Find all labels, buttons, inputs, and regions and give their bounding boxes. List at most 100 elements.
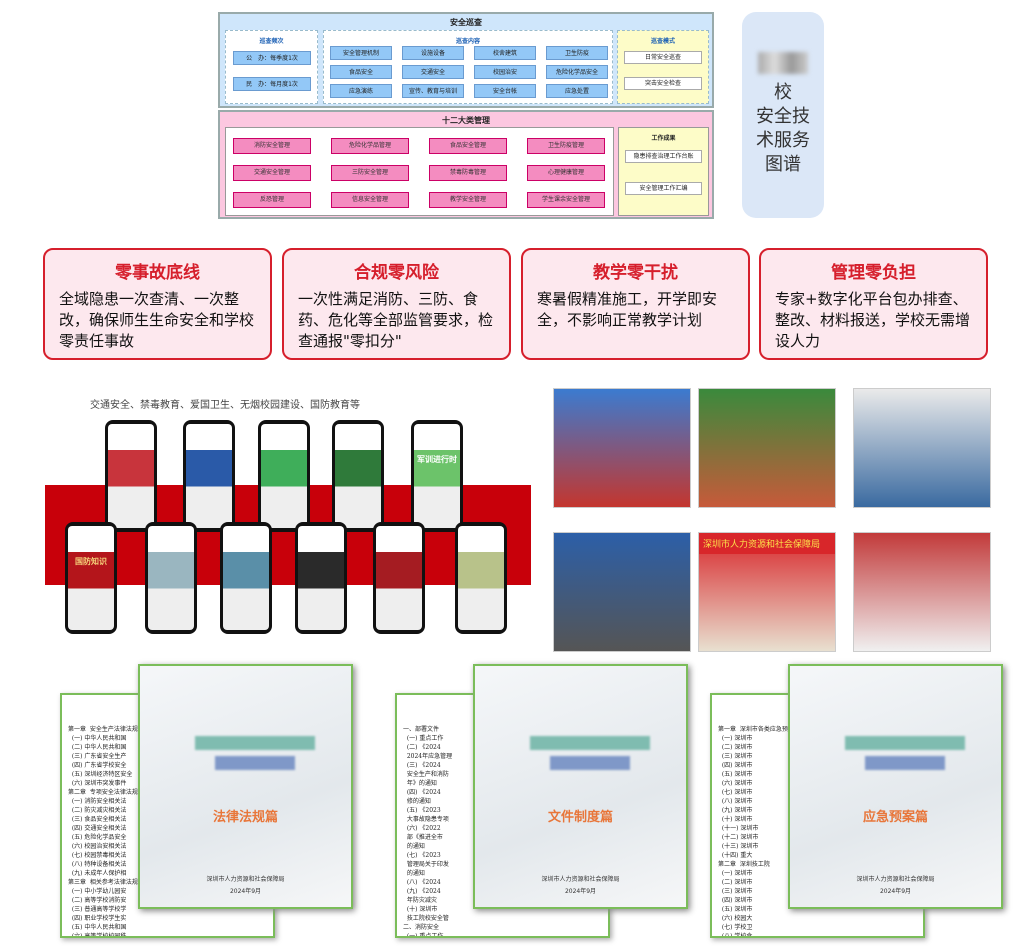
phone-screenshot xyxy=(455,522,507,634)
phone-screen: 军训进行时 xyxy=(414,424,460,528)
content-item: 卫生防疫 xyxy=(546,46,608,60)
panel-title: 巡查内容 xyxy=(455,38,480,45)
card-text: 全域隐患一次查清、一次整改，确保师生生命安全和学校零责任事故 xyxy=(59,290,255,350)
blurred-subtitle xyxy=(215,756,295,770)
phone-screenshot xyxy=(332,420,384,532)
doc-date: 2024年9月 xyxy=(879,888,912,895)
phone-screen xyxy=(376,526,422,630)
phone-screens-collage: 军训进行时国防知识 xyxy=(45,390,531,645)
card-title: 教学零干扰 xyxy=(593,263,678,283)
blurred-title xyxy=(530,736,650,750)
event-photo xyxy=(698,388,836,508)
management-item: 反恐管理 xyxy=(233,192,311,208)
card-text: 一次性满足消防、三防、食药、危化等全部监管要求，检查通报"零扣分" xyxy=(298,290,494,350)
content-item: 安全管理机制 xyxy=(330,46,392,60)
label-line: 校 xyxy=(774,82,792,103)
document-title: 法律法规篇 xyxy=(212,810,278,825)
service-map-label: 校 安全技 术服务 图谱 xyxy=(742,12,824,218)
management-item: 三防安全管理 xyxy=(331,165,409,181)
event-photo xyxy=(553,388,691,508)
benefit-card: 零事故底线全域隐患一次查清、一次整改，确保师生生命安全和学校零责任事故 xyxy=(43,248,272,360)
card-text: 寒暑假精准施工，开学即安全，不影响正常教学计划 xyxy=(537,290,718,329)
safety-inspection-section: 安全巡查 巡查频次 公 办：每季度1次 民 办：每月度1次 巡查内容 安全管理机… xyxy=(218,12,714,108)
blurred-title xyxy=(845,736,965,750)
section-title: 安全巡查 xyxy=(450,18,482,27)
document-title: 文件制度篇 xyxy=(547,810,613,825)
phone-screen xyxy=(458,526,504,630)
management-item: 信息安全管理 xyxy=(331,192,409,208)
content-item: 宣传、教育与培训 xyxy=(402,84,464,98)
doc-date: 2024年9月 xyxy=(229,888,262,895)
org-name: 深圳市人力资源和社会保障局 xyxy=(541,876,620,883)
label-line: 安全技 xyxy=(756,106,810,127)
document-org: 深圳市人力资源和社会保障局 2024年9月 xyxy=(790,874,1001,898)
content-item: 交通安全 xyxy=(402,65,464,79)
phone-screen xyxy=(261,424,307,528)
event-photo: 深圳市人力资源和社会保障局 xyxy=(698,532,836,652)
frequency-item: 民 办：每月度1次 xyxy=(233,77,311,91)
phone-screenshot: 军训进行时 xyxy=(411,420,463,532)
management-item: 学生课余安全管理 xyxy=(527,192,605,208)
management-item: 禁毒防毒管理 xyxy=(429,165,507,181)
mode-item: 日常安全巡查 xyxy=(624,51,702,64)
content-item: 应急演练 xyxy=(330,84,392,98)
content-item: 危险化学品安全 xyxy=(546,65,608,79)
phone-screenshot xyxy=(373,522,425,634)
event-photo xyxy=(853,388,991,508)
result-item: 隐患排查治理工作台账 xyxy=(625,150,702,163)
frequency-item: 公 办：每季度1次 xyxy=(233,51,311,65)
management-section: 十二大类管理 消防安全管理 危险化学品管理 食品安全管理 卫生防疫管理交通安全管理 三防… xyxy=(218,110,714,219)
card-title: 零事故底线 xyxy=(115,263,200,283)
content-item: 设施设备 xyxy=(402,46,464,60)
content-item: 校园治安 xyxy=(474,65,536,79)
phone-screenshot xyxy=(220,522,272,634)
phone-screenshot: 国防知识 xyxy=(65,522,117,634)
org-name: 深圳市人力资源和社会保障局 xyxy=(856,876,935,883)
panel-title: 工作成果 xyxy=(651,135,676,142)
document-cover: 法律法规篇深圳市人力资源和社会保障局 2024年9月 xyxy=(138,664,353,909)
management-item: 卫生防疫管理 xyxy=(527,138,605,154)
management-item: 危险化学品管理 xyxy=(331,138,409,154)
phone-screen xyxy=(108,424,154,528)
management-item: 心理健康管理 xyxy=(527,165,605,181)
photo-banner-text: 深圳市人力资源和社会保障局 xyxy=(699,533,835,554)
phone-screen xyxy=(335,424,381,528)
card-title: 合规零风险 xyxy=(354,263,439,283)
mode-item: 突击安全检查 xyxy=(624,77,702,90)
phone-screen: 国防知识 xyxy=(68,526,114,630)
card-title: 管理零负担 xyxy=(831,263,916,283)
section-title: 十二大类管理 xyxy=(442,116,490,125)
work-results-panel: 工作成果 隐患排查治理工作台账 安全管理工作汇编 xyxy=(618,127,709,216)
management-items-panel: 消防安全管理 危险化学品管理 食品安全管理 卫生防疫管理交通安全管理 三防安全管理 禁毒防… xyxy=(225,127,614,216)
management-item: 消防安全管理 xyxy=(233,138,311,154)
benefit-card: 合规零风险一次性满足消防、三防、食药、危化等全部监管要求，检查通报"零扣分" xyxy=(282,248,511,360)
result-item: 安全管理工作汇编 xyxy=(625,182,702,195)
benefit-card: 管理零负担专家+数字化平台包办排查、整改、材料报送，学校无需增设人力 xyxy=(759,248,988,360)
event-photo xyxy=(553,532,691,652)
inspection-frequency-panel: 巡查频次 公 办：每季度1次 民 办：每月度1次 xyxy=(225,30,318,104)
phone-screen xyxy=(186,424,232,528)
blurred-subtitle xyxy=(550,756,630,770)
org-name: 深圳市人力资源和社会保障局 xyxy=(206,876,285,883)
card-text: 专家+数字化平台包办排查、整改、材料报送，学校无需增设人力 xyxy=(775,290,971,350)
management-item: 食品安全管理 xyxy=(429,138,507,154)
education-caption: 交通安全、禁毒教育、爱国卫生、无烟校园建设、国防教育等 xyxy=(90,400,360,411)
blurred-subtitle xyxy=(865,756,945,770)
content-item: 安全台帐 xyxy=(474,84,536,98)
document-org: 深圳市人力资源和社会保障局 2024年9月 xyxy=(140,874,351,898)
label-line: 图谱 xyxy=(765,154,801,175)
benefit-card: 教学零干扰寒暑假精准施工，开学即安全，不影响正常教学计划 xyxy=(521,248,750,360)
blurred-title xyxy=(195,736,315,750)
phone-screen xyxy=(148,526,194,630)
management-item: 交通安全管理 xyxy=(233,165,311,181)
phone-screenshot xyxy=(105,420,157,532)
phone-title: 国防知识 xyxy=(75,557,107,566)
content-item: 应急处置 xyxy=(546,84,608,98)
phone-title: 军训进行时 xyxy=(417,455,457,464)
phone-screen xyxy=(298,526,344,630)
content-item: 校舍建筑 xyxy=(474,46,536,60)
blurred-text xyxy=(758,52,808,74)
